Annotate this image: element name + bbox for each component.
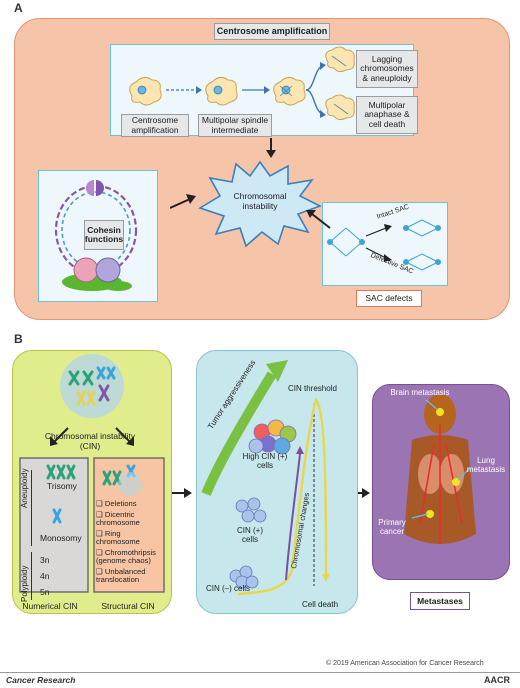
- polyploidy-bracket: [31, 552, 32, 600]
- ploidy-4n: 4n: [40, 571, 50, 581]
- sac-defects-label: SAC defects: [356, 290, 422, 307]
- brain-metastasis-label: Brain metastasis: [390, 388, 450, 397]
- primary-cancer-label: Primary cancer: [378, 518, 406, 537]
- high-cin-label: High CIN (+) cells: [242, 452, 288, 471]
- cell-death-label: Cell death: [302, 600, 339, 609]
- cin-progression-illustration: [201, 360, 330, 596]
- aneuploidy-bracket: [31, 470, 32, 546]
- panel-a-letter: A: [14, 1, 23, 15]
- structural-cin-list: ❑ Deletions ❑ Dicentric chromosome ❑ Rin…: [96, 499, 166, 585]
- metastases-label: Metastases: [410, 592, 470, 610]
- cohesin-ring-illustration: [54, 180, 138, 291]
- structural-item: ❑ Ring chromosome: [96, 528, 140, 546]
- monosomy-label: Monosomy: [40, 533, 82, 543]
- copyright-text: © 2019 American Association for Cancer R…: [326, 660, 484, 667]
- polyploidy-label: Polyploidy: [20, 565, 29, 602]
- right-arrow-icon: [172, 488, 192, 498]
- structural-cin-label: Structural CIN: [101, 601, 155, 611]
- centrosome-amplification-step: Centrosome amplification: [121, 114, 189, 137]
- cin-label: Chromosomal instability: [233, 191, 287, 211]
- multipolar-anaphase-step: Multipolar anaphase & cell death: [356, 96, 418, 134]
- cin-plus-label: CIN (+) cells: [237, 526, 263, 545]
- cin-burst-icon: [198, 160, 322, 248]
- lung-metastasis-label: Lung metastasis: [466, 456, 506, 475]
- footer-divider: [0, 672, 520, 673]
- left-arrow-icon: [306, 210, 331, 229]
- numerical-cin-label: Numerical CIN: [22, 601, 78, 611]
- structural-item: ❑ Deletions: [96, 499, 137, 508]
- sac-illustration: [327, 219, 441, 271]
- multipolar-spindle-step: Multipolar spindle intermediate: [198, 114, 272, 137]
- structural-item: ❑ Chromothripsis (genome chaos): [96, 547, 156, 565]
- structural-item: ❑ Unbalanced translocation: [96, 566, 146, 584]
- journal-name: Cancer Research: [6, 675, 76, 685]
- down-arrow-icon: [266, 138, 276, 158]
- centrosome-flow-illustration: [129, 46, 355, 121]
- trisomy-label: Trisomy: [47, 481, 77, 491]
- cin-label-b: Chromosomal instability (CIN): [44, 431, 136, 451]
- lagging-chromosomes-step: Lagging chromosomes & aneuploidy: [356, 50, 418, 88]
- ploidy-5n: 5n: [40, 587, 50, 597]
- aacr-logo: AACR: [484, 675, 510, 685]
- centrosome-amplification-title: Centrosome amplification: [214, 23, 330, 40]
- body-metastasis-illustration: [404, 394, 476, 544]
- right-arrow-icon: [170, 194, 196, 209]
- cin-minus-label: CIN (–) cells: [206, 584, 251, 593]
- structural-item: ❑ Dicentric chromosome: [96, 509, 140, 527]
- aneuploidy-label: Aneuploidy: [20, 468, 29, 508]
- cohesin-functions-label: Cohesin functions: [84, 220, 124, 250]
- panel-b-cin-progression: [196, 350, 358, 614]
- sac-box: [322, 202, 448, 286]
- ploidy-3n: 3n: [40, 555, 50, 565]
- panel-b-letter: B: [14, 332, 23, 346]
- cin-threshold-label: CIN threshold: [288, 384, 337, 393]
